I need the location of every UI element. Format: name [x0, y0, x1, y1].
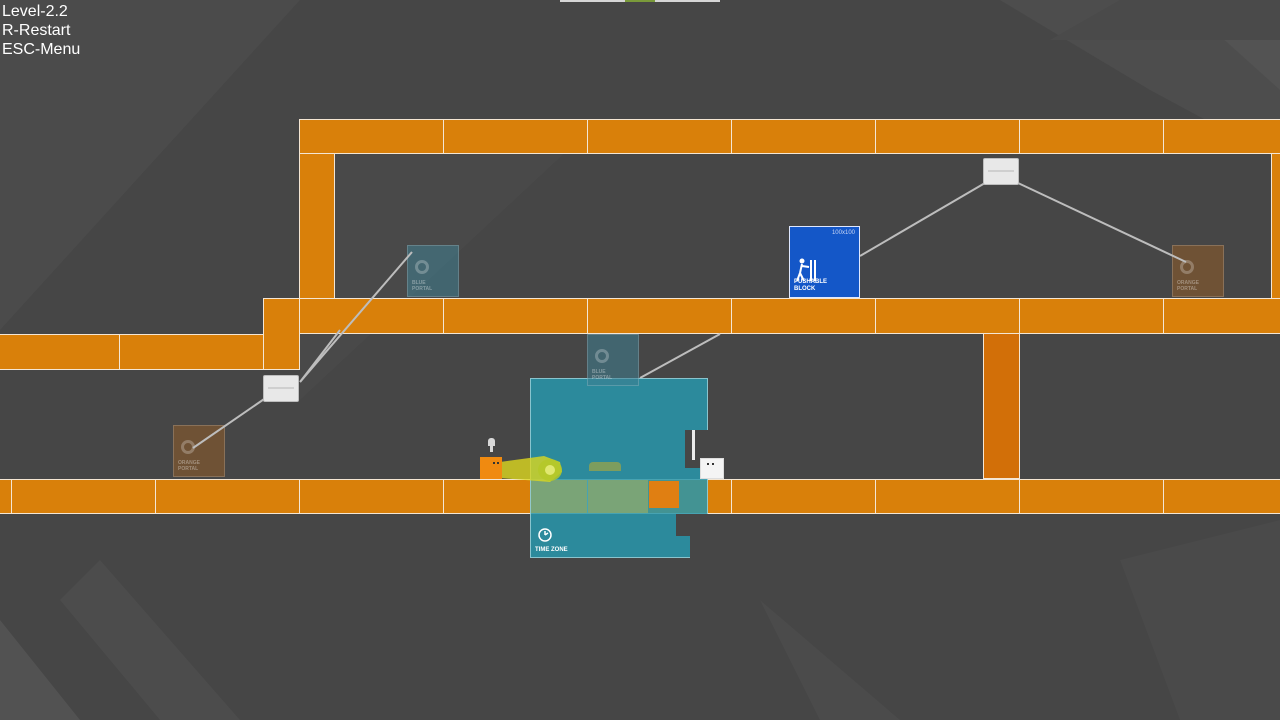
time-zone-floor-overlay [588, 480, 648, 513]
pushable-block: 100x100 PUSHABLE BLOCK [789, 226, 860, 298]
time-zone-floor-overlay [531, 480, 587, 513]
portal-label: BLUE PORTAL [412, 280, 433, 292]
pushable-size-label: 100x100 [831, 230, 855, 236]
door-bar [692, 430, 695, 460]
pillar-segment [983, 333, 1020, 479]
top-strip-accent [625, 0, 655, 2]
portal-ring-icon [415, 260, 429, 274]
portal-label: ORANGE PORTAL [178, 460, 200, 472]
clock-icon [538, 528, 552, 542]
floor-segment [299, 479, 444, 514]
floor-segment [731, 479, 876, 514]
floor-segment [11, 479, 156, 514]
hud: Level-2.2 R-Restart ESC-Menu [2, 2, 80, 59]
portal-label: BLUE PORTAL [592, 369, 613, 381]
floor-segment [875, 479, 1020, 514]
blue-portal: BLUE PORTAL [587, 334, 639, 386]
platform-segment [1163, 298, 1280, 334]
portal-ring-icon [595, 349, 609, 363]
light-beam [500, 456, 562, 482]
portal-ring-icon [1180, 260, 1194, 274]
time-zone-step [690, 536, 708, 558]
orange-portal: ORANGE PORTAL [1172, 245, 1224, 297]
cube-eye [712, 463, 714, 465]
platform-segment [299, 298, 444, 334]
white-cube-character[interactable] [700, 458, 724, 479]
restart-hint: R-Restart [2, 22, 71, 39]
switch-button [983, 158, 1019, 185]
time-zone-step [676, 514, 708, 536]
player-eye [493, 462, 495, 464]
portal-label: ORANGE PORTAL [1177, 280, 1199, 292]
floor-segment [1163, 479, 1280, 514]
switch-button [263, 375, 299, 402]
player-indicator-stem [490, 446, 493, 452]
platform-segment [443, 298, 588, 334]
wall-segment [299, 153, 335, 299]
platform-segment [1019, 119, 1164, 154]
player-character[interactable] [480, 457, 502, 479]
platform-segment [731, 298, 876, 334]
menu-hint: ESC-Menu [2, 41, 81, 58]
person-pushing-icon [796, 258, 816, 282]
player-indicator-icon [488, 438, 495, 446]
level-indicator: Level-2.2 [2, 3, 68, 20]
cube-eye [707, 463, 709, 465]
platform-segment [1019, 298, 1164, 334]
time-zone-label: TIME ZONE [535, 547, 568, 553]
platform-segment [299, 119, 444, 154]
time-zone-orange-block [649, 481, 679, 508]
platform-segment [263, 298, 300, 370]
orange-portal: ORANGE PORTAL [173, 425, 225, 477]
platform-segment [119, 334, 264, 370]
platform-segment [875, 119, 1020, 154]
platform-segment [1163, 119, 1280, 154]
blue-portal: BLUE PORTAL [407, 245, 459, 297]
player-eye [497, 462, 499, 464]
floor-segment [155, 479, 300, 514]
platform-segment [875, 298, 1020, 334]
pressure-plate [589, 462, 621, 471]
platform-segment [0, 334, 120, 370]
pushable-block-label: PUSHABLE BLOCK [794, 279, 828, 292]
